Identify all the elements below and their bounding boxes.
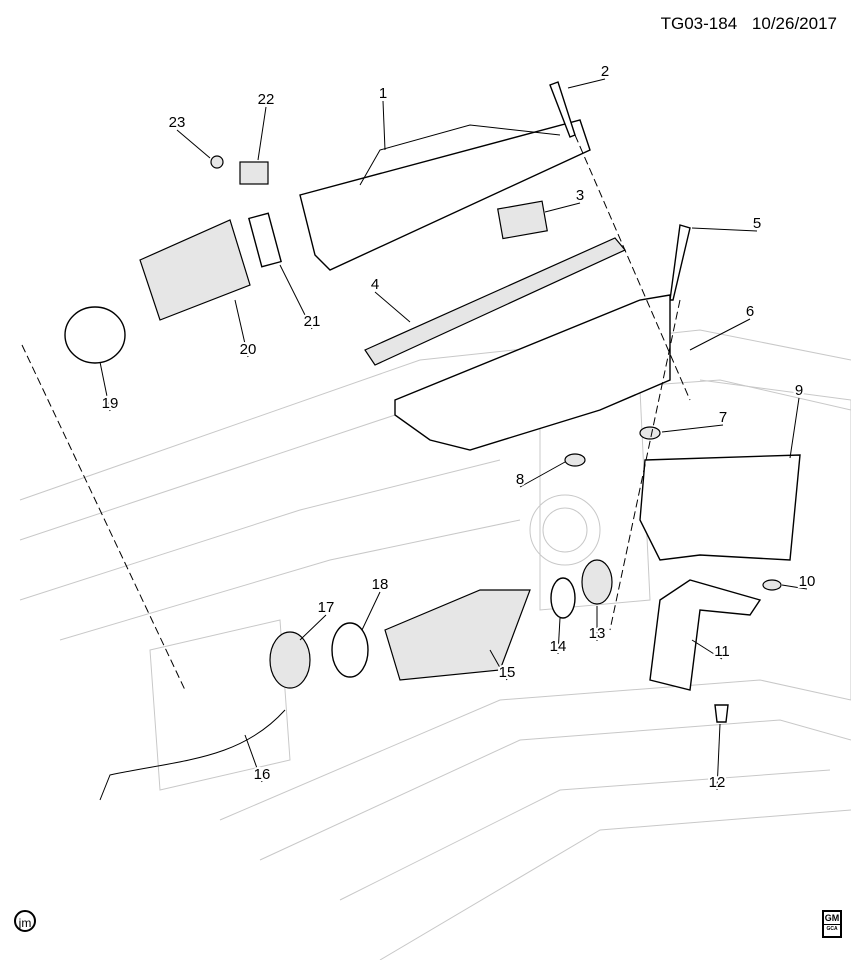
callout-3: 3 [576, 187, 584, 204]
callout-12: 12 [709, 774, 726, 791]
seal-13 [581, 559, 613, 605]
hose-16 [99, 709, 286, 801]
callout-23: 23 [169, 114, 186, 131]
callout-leader-22 [257, 106, 267, 161]
callout-leader-1 [382, 100, 386, 151]
callout-13: 13 [589, 625, 606, 642]
callout-leader-6 [689, 318, 751, 351]
clamp-19 [64, 306, 126, 364]
diagram-date: 10/26/2017 [751, 14, 837, 33]
callout-7: 7 [719, 409, 727, 426]
seal-21 [248, 212, 282, 268]
nut-23 [210, 155, 224, 169]
illustrator-mark: jm [14, 910, 36, 932]
callout-leader-3 [544, 202, 581, 213]
callout-1: 1 [379, 85, 387, 102]
callout-19: 19 [102, 395, 119, 412]
gm-logo-text: GM [824, 913, 840, 923]
callout-leader-5 [691, 227, 758, 232]
vehicle-background [19, 329, 851, 960]
sensor-3 [497, 200, 548, 240]
callout-8: 8 [516, 471, 524, 488]
callout-16: 16 [254, 766, 271, 783]
callout-leader-21 [279, 264, 313, 330]
callout-leader-9 [789, 397, 800, 459]
callout-6: 6 [746, 303, 754, 320]
callout-21: 21 [304, 313, 321, 330]
bolt-5 [669, 224, 691, 301]
callout-leader-4 [374, 291, 411, 323]
intake-hose-20 [139, 219, 251, 321]
bracket-11 [649, 579, 762, 691]
air-cleaner-cover [299, 119, 591, 271]
callout-4: 4 [371, 276, 379, 293]
air-intake-duct-9 [639, 454, 801, 561]
clamp-14 [550, 577, 576, 619]
callout-leader-10 [781, 584, 808, 590]
callout-leader-2 [567, 78, 606, 89]
gm-logo-sub: GCA [824, 924, 840, 933]
callout-leader-20 [234, 299, 249, 358]
callout-leader-19 [99, 361, 111, 412]
callout-leader-16 [244, 734, 263, 783]
callout-10: 10 [799, 573, 816, 590]
callout-15: 15 [499, 664, 516, 681]
clamp-18 [331, 622, 369, 678]
callout-20: 20 [240, 341, 257, 358]
callout-11: 11 [714, 643, 730, 660]
bolt-12 [714, 704, 729, 723]
callout-14: 14 [550, 638, 567, 655]
diagram-id: TG03-184 [660, 14, 738, 33]
callout-leader-11 [691, 639, 723, 660]
callout-leader-17 [299, 614, 327, 641]
callout-18: 18 [372, 576, 389, 593]
callout-leader-8 [519, 461, 566, 488]
callout-leader-7 [661, 424, 724, 433]
diagram-header: TG03-184 10/26/2017 [651, 14, 837, 34]
callout-leader-12 [716, 723, 721, 791]
callout-leader-14 [557, 617, 561, 655]
callout-22: 22 [258, 91, 275, 108]
air-cleaner-housing [394, 294, 671, 451]
grommet-7 [639, 426, 661, 440]
callout-leader-23 [176, 129, 211, 159]
callout-9: 9 [795, 382, 803, 399]
connector-22 [239, 161, 269, 185]
callout-leader-15 [489, 649, 508, 681]
callout-2: 2 [601, 63, 609, 80]
grommet-10 [762, 579, 782, 591]
callout-5: 5 [753, 215, 761, 232]
callout-leader-18 [361, 591, 381, 631]
callout-17: 17 [318, 599, 335, 616]
seal-17 [269, 631, 311, 689]
grommet-8 [564, 453, 586, 467]
parts [21, 81, 801, 801]
